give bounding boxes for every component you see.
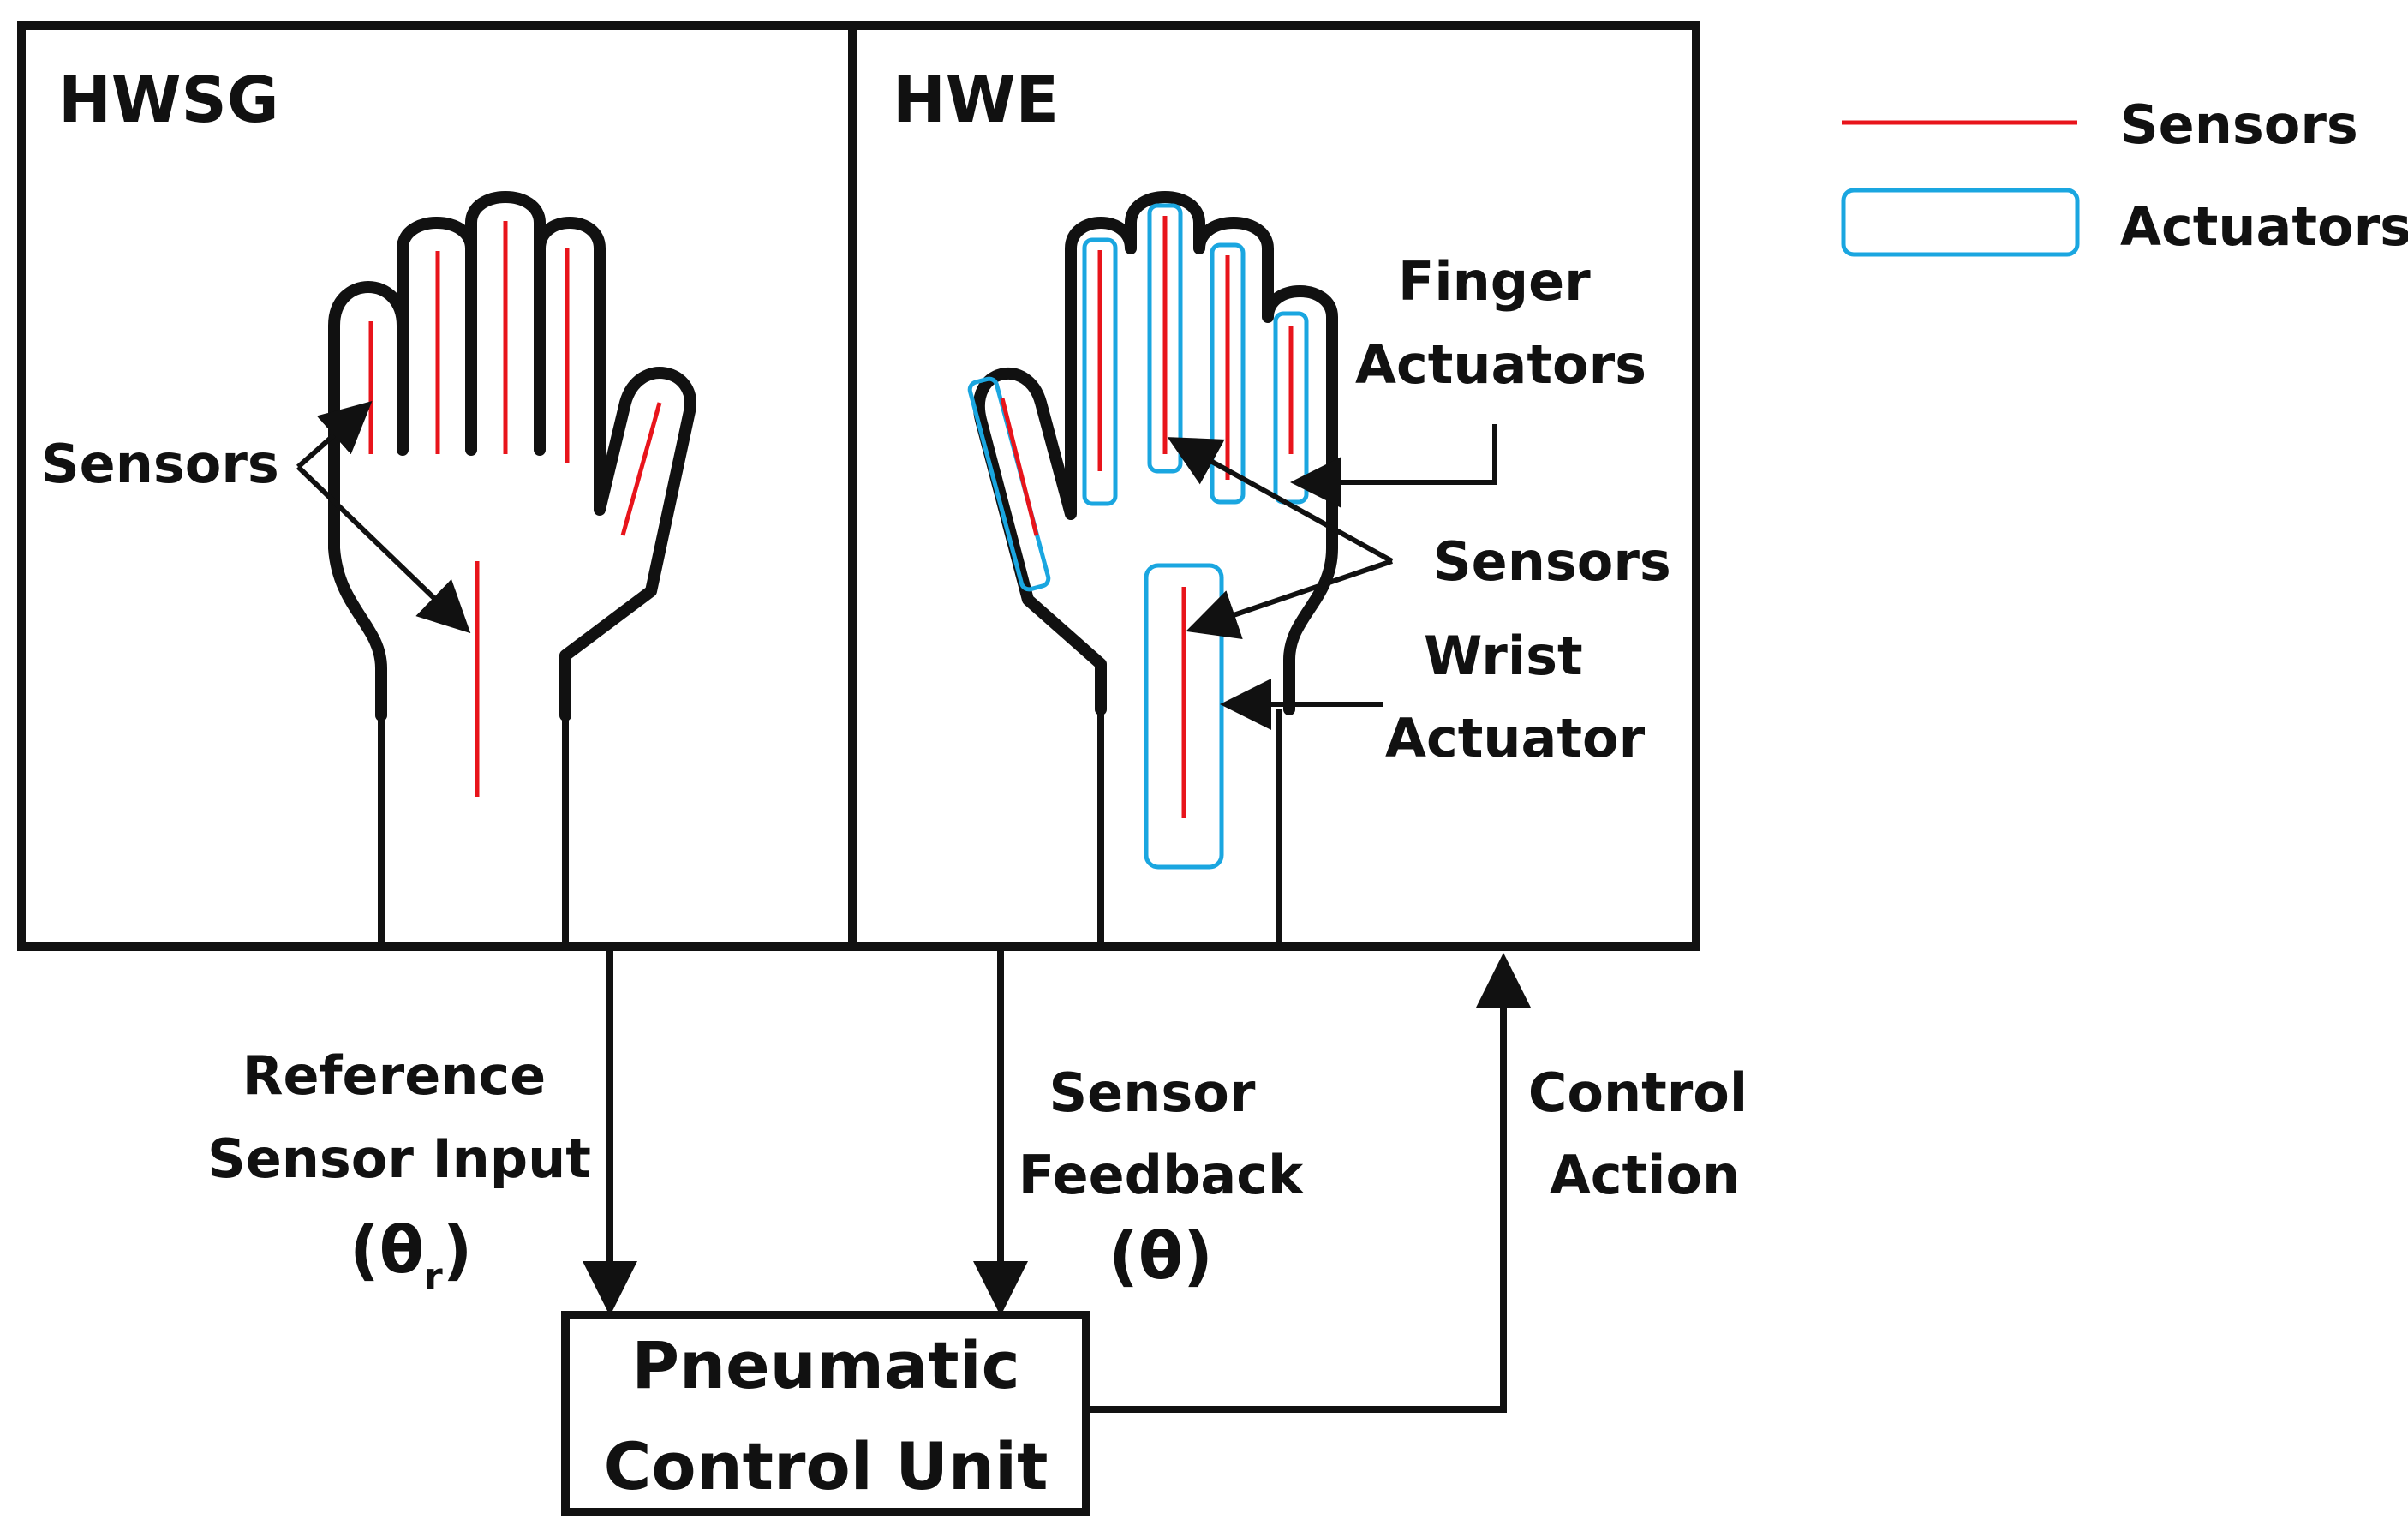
finger-actuators-label-line1: Finger	[1398, 250, 1591, 313]
theta-r-open: (θ	[350, 1211, 424, 1288]
theta-r-subscript: r	[424, 1255, 443, 1299]
hwe-actuator-middle[interactable]	[1147, 203, 1183, 474]
reference-input-label-line1: Reference	[242, 1044, 546, 1107]
finger-actuators-arrow	[1290, 424, 1497, 508]
hwe-actuator-ring[interactable]	[1082, 237, 1118, 506]
control-action-label-line1: Control	[1528, 1062, 1748, 1124]
control-action-label-line2: Action	[1550, 1144, 1740, 1206]
pneumatic-control-unit-line1: Pneumatic	[631, 1327, 1019, 1403]
finger-actuators-label-line2: Actuators	[1355, 333, 1646, 396]
hwe-actuator-index[interactable]	[1210, 242, 1246, 505]
hwsg-hand	[328, 191, 696, 947]
hwsg-sensor-thumb	[620, 402, 662, 536]
wrist-actuator-label-line1: Wrist	[1424, 625, 1583, 687]
sensor-feedback-symbol: (θ)	[1108, 1217, 1213, 1294]
hwsg-sensor-arrow-finger	[296, 401, 373, 469]
hwe-hand-outline	[973, 191, 1338, 715]
sensor-feedback-label-line1: Sensor	[1049, 1062, 1256, 1124]
sensor-feedback-label-line2: Feedback	[1019, 1144, 1305, 1206]
hwsg-hand-outline	[328, 191, 696, 721]
hwe-sensor-arrow-finger	[1167, 437, 1394, 564]
hwe-sensor-arrow-wrist	[1186, 559, 1393, 639]
hwsg-panel-title: HWSG	[58, 63, 279, 137]
hwe-sensor-thumb	[1000, 398, 1039, 536]
hwe-hand	[967, 191, 1338, 947]
hwe-panel-title: HWE	[893, 63, 1059, 137]
legend-actuator-swatch	[1841, 188, 2080, 257]
pneumatic-control-unit-box	[561, 1311, 1090, 1516]
pneumatic-control-unit-line2: Control Unit	[604, 1428, 1049, 1504]
reference-input-label-line2: Sensor Input	[207, 1127, 591, 1190]
wrist-actuator-label-line2: Actuator	[1385, 707, 1646, 769]
theta-r-close: )	[443, 1211, 473, 1288]
hwsg-sensors-label: Sensors	[41, 433, 279, 495]
hwe-sensors-label: Sensors	[1433, 530, 1671, 593]
legend-sensors-label: Sensors	[2120, 93, 2358, 156]
hwsg-sensor-arrow-wrist	[296, 464, 471, 634]
control-action-arrow	[1086, 953, 1531, 1413]
legend: Sensors Actuators	[1841, 93, 2408, 258]
glove-panels-frame	[17, 21, 1700, 951]
reference-input-symbol: (θr)	[350, 1211, 472, 1299]
legend-actuators-label: Actuators	[2120, 195, 2408, 258]
